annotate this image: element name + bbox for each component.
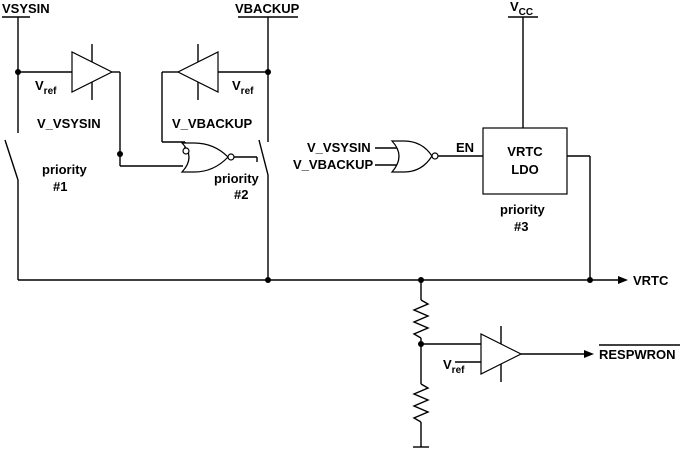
priority-1-number: #1 [53,179,67,194]
resistor-lower [412,383,430,423]
priority-3-label: priority [500,202,546,217]
v-vbackup-label: V_VBACKUP [172,116,253,131]
junction-dot [587,277,593,283]
vref-label: Vref [35,78,57,97]
priority-3-number: #3 [514,219,528,234]
switch-2 [258,139,269,176]
respwron-label: RESPWRON [599,347,676,362]
ldo-line-2: LDO [511,162,538,177]
resistor-upper [412,299,430,339]
nor-output-bubble [227,153,235,161]
vrtc-ldo-box [482,127,568,195]
vrtc-arrow [618,276,628,284]
switch-1 [4,139,19,181]
priority-1-label: priority [42,162,88,177]
vsysin-label: VSYSIN [2,1,50,16]
vrtc-output-label: VRTC [633,273,669,288]
v-vsysin-label: V_VSYSIN [37,116,101,131]
vref-label: Vref [443,357,465,376]
nor-gate-1 [180,142,229,173]
nor-input-bubble [182,147,190,155]
nor-output-bubble [431,152,439,160]
ldo-line-1: VRTC [507,144,543,159]
junction-dot [265,277,271,283]
respwron-arrow [584,350,594,358]
enable-label: EN [456,140,474,155]
vcc-label: VCC [510,0,533,18]
vref-label: Vref [232,78,254,97]
nor-input-2-label: V_VBACKUP [293,157,374,172]
nor-input-1-label: V_VSYSIN [307,140,371,155]
priority-2-label: priority [214,171,260,186]
priority-2-number: #2 [234,187,248,202]
nor-gate-2 [390,140,433,173]
vbackup-label: VBACKUP [235,1,300,16]
